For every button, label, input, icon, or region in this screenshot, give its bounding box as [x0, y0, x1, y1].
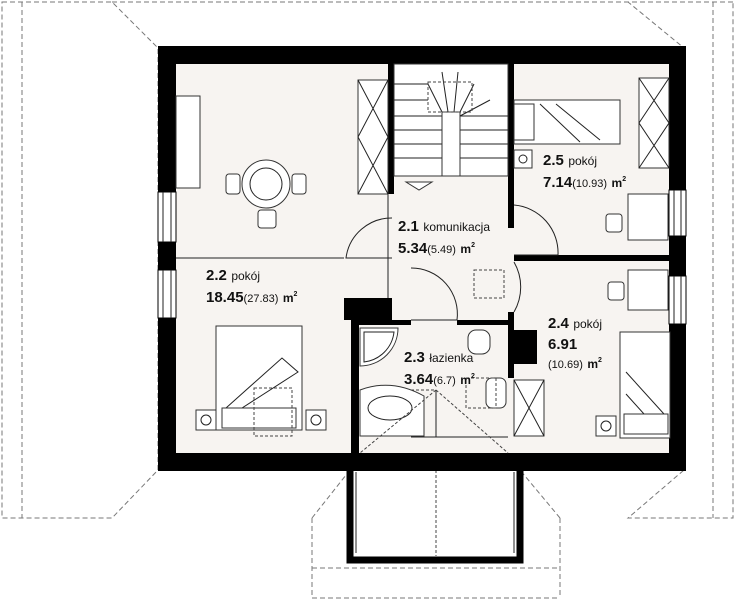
room-2-4-label: 2.4 pokój	[548, 315, 602, 332]
room-2-5-label: 2.5 pokój	[543, 152, 597, 169]
room-2-2-furniture	[195, 159, 327, 437]
room-2-5-area: 7.14(10.93) m2	[543, 174, 626, 191]
staircase	[393, 63, 509, 191]
doors	[345, 204, 559, 321]
bathroom-fixtures	[359, 269, 509, 454]
partitions	[176, 194, 508, 438]
room-2-5-furniture	[513, 99, 669, 241]
wardrobes	[175, 77, 670, 437]
room-2-4-area: 6.91	[548, 336, 577, 353]
room-2-4-gross: (10.69) m2	[548, 355, 602, 372]
windows	[157, 189, 687, 325]
balcony	[346, 465, 524, 564]
room-2-4-furniture	[595, 269, 671, 439]
room-2-2-label: 2.2 pokój	[206, 267, 260, 284]
room-2-1-area: 5.34(5.49) m2	[398, 240, 475, 257]
room-2-3-area: 3.64(6.7) m2	[404, 371, 475, 388]
room-2-3-label: 2.3 łazienka	[404, 349, 474, 366]
room-2-1-label: 2.1 komunikacja	[398, 218, 490, 235]
walls	[158, 46, 686, 471]
room-2-2-area: 18.45(27.83) m2	[206, 289, 298, 306]
